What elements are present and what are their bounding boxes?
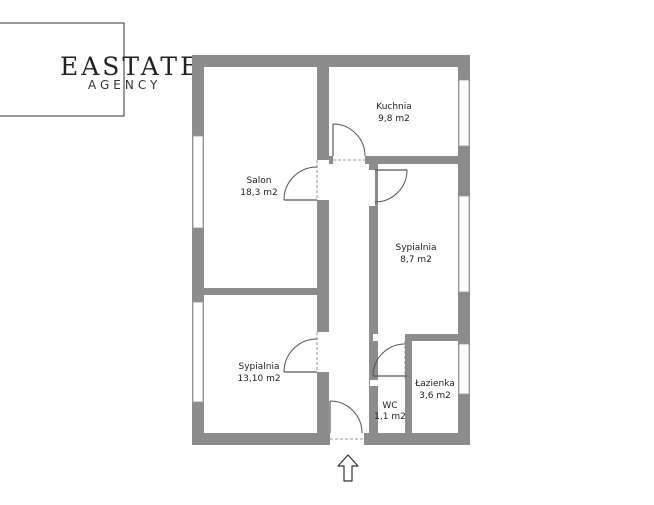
window <box>458 195 470 293</box>
room-bedroom-1-area: 8,7 m2 <box>400 255 432 265</box>
room-bathroom-name: Łazienka <box>414 379 455 389</box>
logo-frame <box>0 22 125 117</box>
room-wc-area: 1,1 m2 <box>374 412 406 422</box>
doors <box>283 123 408 440</box>
logo-wordmark: EASTATE <box>60 52 201 81</box>
room-bedroom-2-name: Sypialnia <box>239 362 280 372</box>
room-wc-name: WC <box>382 401 397 411</box>
window <box>192 135 204 229</box>
room-kitchen-name: Kuchnia <box>376 102 412 112</box>
room-bedroom-1-name: Sypialnia <box>396 243 437 253</box>
window <box>458 343 470 395</box>
walls <box>192 55 470 445</box>
agency-logo: EASTATE AGENCY <box>0 22 201 117</box>
windows <box>192 79 470 403</box>
window <box>458 79 470 147</box>
window <box>192 301 204 403</box>
up-arrow-icon <box>337 454 359 482</box>
room-salon-area: 18,3 m2 <box>240 188 277 198</box>
room-bedroom-2-area: 13,10 m2 <box>237 374 280 384</box>
room-bathroom-area: 3,6 m2 <box>419 391 451 401</box>
room-salon-name: Salon <box>247 176 272 186</box>
room-kitchen-area: 9,8 m2 <box>378 114 410 124</box>
logo-subtitle: AGENCY <box>88 78 161 92</box>
room-labels: Salon 18,3 m2 Kuchnia 9,8 m2 Sypialnia 8… <box>237 102 454 422</box>
